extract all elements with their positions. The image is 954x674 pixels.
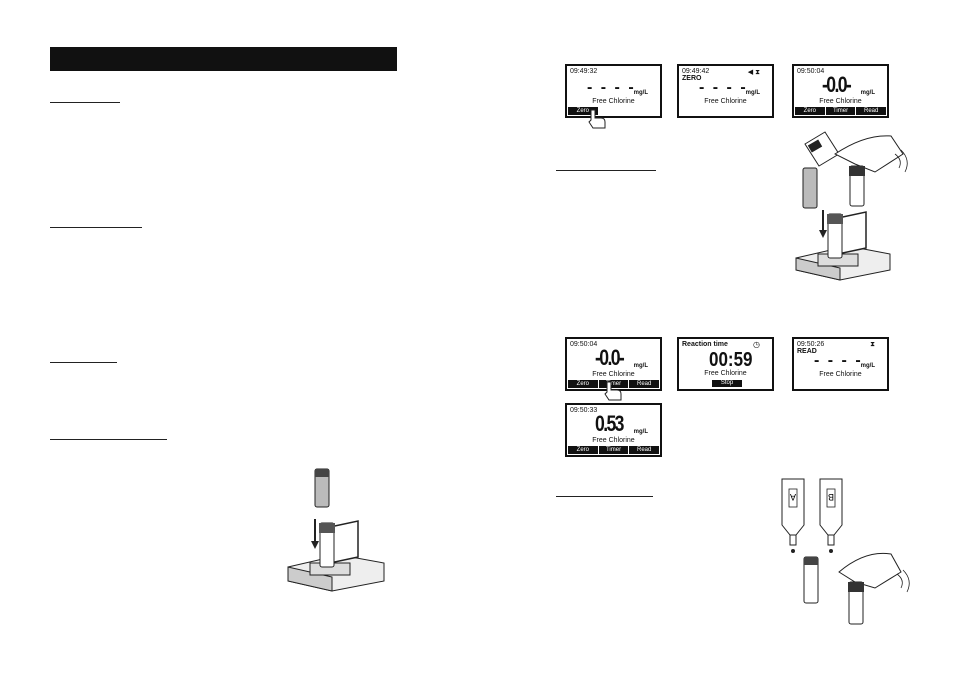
pointing-hand-icon <box>588 109 606 129</box>
lcd-screen-3: 09:50:04 -0.0- mg/L Free Chlorine Zero T… <box>792 64 889 118</box>
zero-softkey[interactable]: Zero <box>568 380 598 388</box>
screen-reading: -0.0- <box>595 345 625 370</box>
screen-unit: mg/L <box>860 90 875 96</box>
stop-softkey[interactable]: Stop <box>712 380 742 387</box>
cuvette-illustration <box>803 556 819 604</box>
screen-parameter: Free Chlorine <box>819 371 862 378</box>
screen-unit: mg/L <box>860 363 875 369</box>
meter-insert-illustration <box>287 519 385 592</box>
bottle-b-label: B <box>828 492 834 502</box>
timer-softkey[interactable]: Timer <box>598 446 629 454</box>
hourglass-icon: ⧗ <box>870 341 875 348</box>
dropper-bottle-b: B <box>819 478 843 553</box>
screen-time: 09:50:33 <box>570 407 598 414</box>
screen-reading: - - - - <box>814 352 863 369</box>
read-softkey[interactable]: Read <box>856 107 887 115</box>
screen-reading: 0.53 <box>595 411 624 436</box>
screen-parameter: Free Chlorine <box>819 98 862 105</box>
lcd-screen-1: 09:49:32 - - - - mg/L Free Chlorine Zero <box>565 64 662 118</box>
lcd-screen-2: 09:49:42 ZERO ◀ ⧗ - - - - mg/L Free Chlo… <box>677 64 774 118</box>
blank-softkey <box>629 107 660 115</box>
screen-mode: READ <box>797 348 817 355</box>
reagent-pour-illustration <box>802 131 908 209</box>
softkey-bar: Zero <box>568 107 660 115</box>
meter-insert-illustration <box>795 210 891 281</box>
screen-time: 09:49:42 <box>682 68 710 75</box>
busy-icon: ◀ ⧗ <box>747 69 760 76</box>
screen-parameter: Free Chlorine <box>592 371 635 378</box>
lcd-screen-6: 09:50:26 READ ⧗ - - - - mg/L Free Chlori… <box>792 337 889 391</box>
countdown-timer: 00:59 <box>709 349 753 371</box>
screen-mode: ZERO <box>682 75 702 82</box>
reaction-time-title: Reaction time <box>682 341 728 348</box>
heading-underline-5 <box>556 170 656 171</box>
screen-unit: mg/L <box>633 363 648 369</box>
zero-softkey[interactable]: Zero <box>795 107 825 115</box>
clock-icon: ◷ <box>753 340 760 349</box>
read-softkey[interactable]: Read <box>629 446 660 454</box>
shaking-cuvette-illustration <box>838 552 910 625</box>
heading-underline-1 <box>50 102 120 103</box>
screen-unit: mg/L <box>745 90 760 96</box>
softkey-bar: Zero Timer Read <box>568 446 660 454</box>
screen-unit: mg/L <box>633 90 648 96</box>
screen-parameter: Free Chlorine <box>592 98 635 105</box>
bottle-a-label: A <box>790 492 796 502</box>
screen-reading: - - - - <box>587 79 636 96</box>
screen-time: 09:50:26 <box>797 341 825 348</box>
pointing-hand-icon <box>604 381 622 401</box>
zero-softkey[interactable]: Zero <box>568 107 598 115</box>
zero-softkey[interactable]: Zero <box>568 446 598 454</box>
lcd-screen-5: Reaction time ◷ 00:59 Free Chlorine Stop <box>677 337 774 391</box>
heading-underline-6 <box>556 496 653 497</box>
softkey-bar: Zero Timer Read <box>795 107 887 115</box>
screen-parameter: Free Chlorine <box>704 98 747 105</box>
blank-softkey <box>598 107 629 115</box>
timer-softkey[interactable]: Timer <box>598 380 629 388</box>
screen-reading: - - - - <box>699 79 748 96</box>
heading-underline-3 <box>50 362 117 363</box>
screen-reading: -0.0- <box>822 72 852 97</box>
read-softkey[interactable]: Read <box>629 380 660 388</box>
screen-time: 09:50:04 <box>570 341 598 348</box>
heading-underline-2 <box>50 227 142 228</box>
dropper-bottle-a: A <box>781 478 805 553</box>
section-title-bar <box>50 47 397 71</box>
screen-time: 09:50:04 <box>797 68 825 75</box>
screen-parameter: Free Chlorine <box>592 437 635 444</box>
lcd-screen-7: 09:50:33 0.53 mg/L Free Chlorine Zero Ti… <box>565 403 662 457</box>
heading-underline-4 <box>50 439 167 440</box>
timer-softkey[interactable]: Timer <box>825 107 856 115</box>
screen-time: 09:49:32 <box>570 68 598 75</box>
softkey-bar: Zero Timer Read <box>568 380 660 388</box>
screen-unit: mg/L <box>633 429 648 435</box>
cuvette-illustration <box>314 468 330 508</box>
screen-parameter: Free Chlorine <box>704 370 747 377</box>
